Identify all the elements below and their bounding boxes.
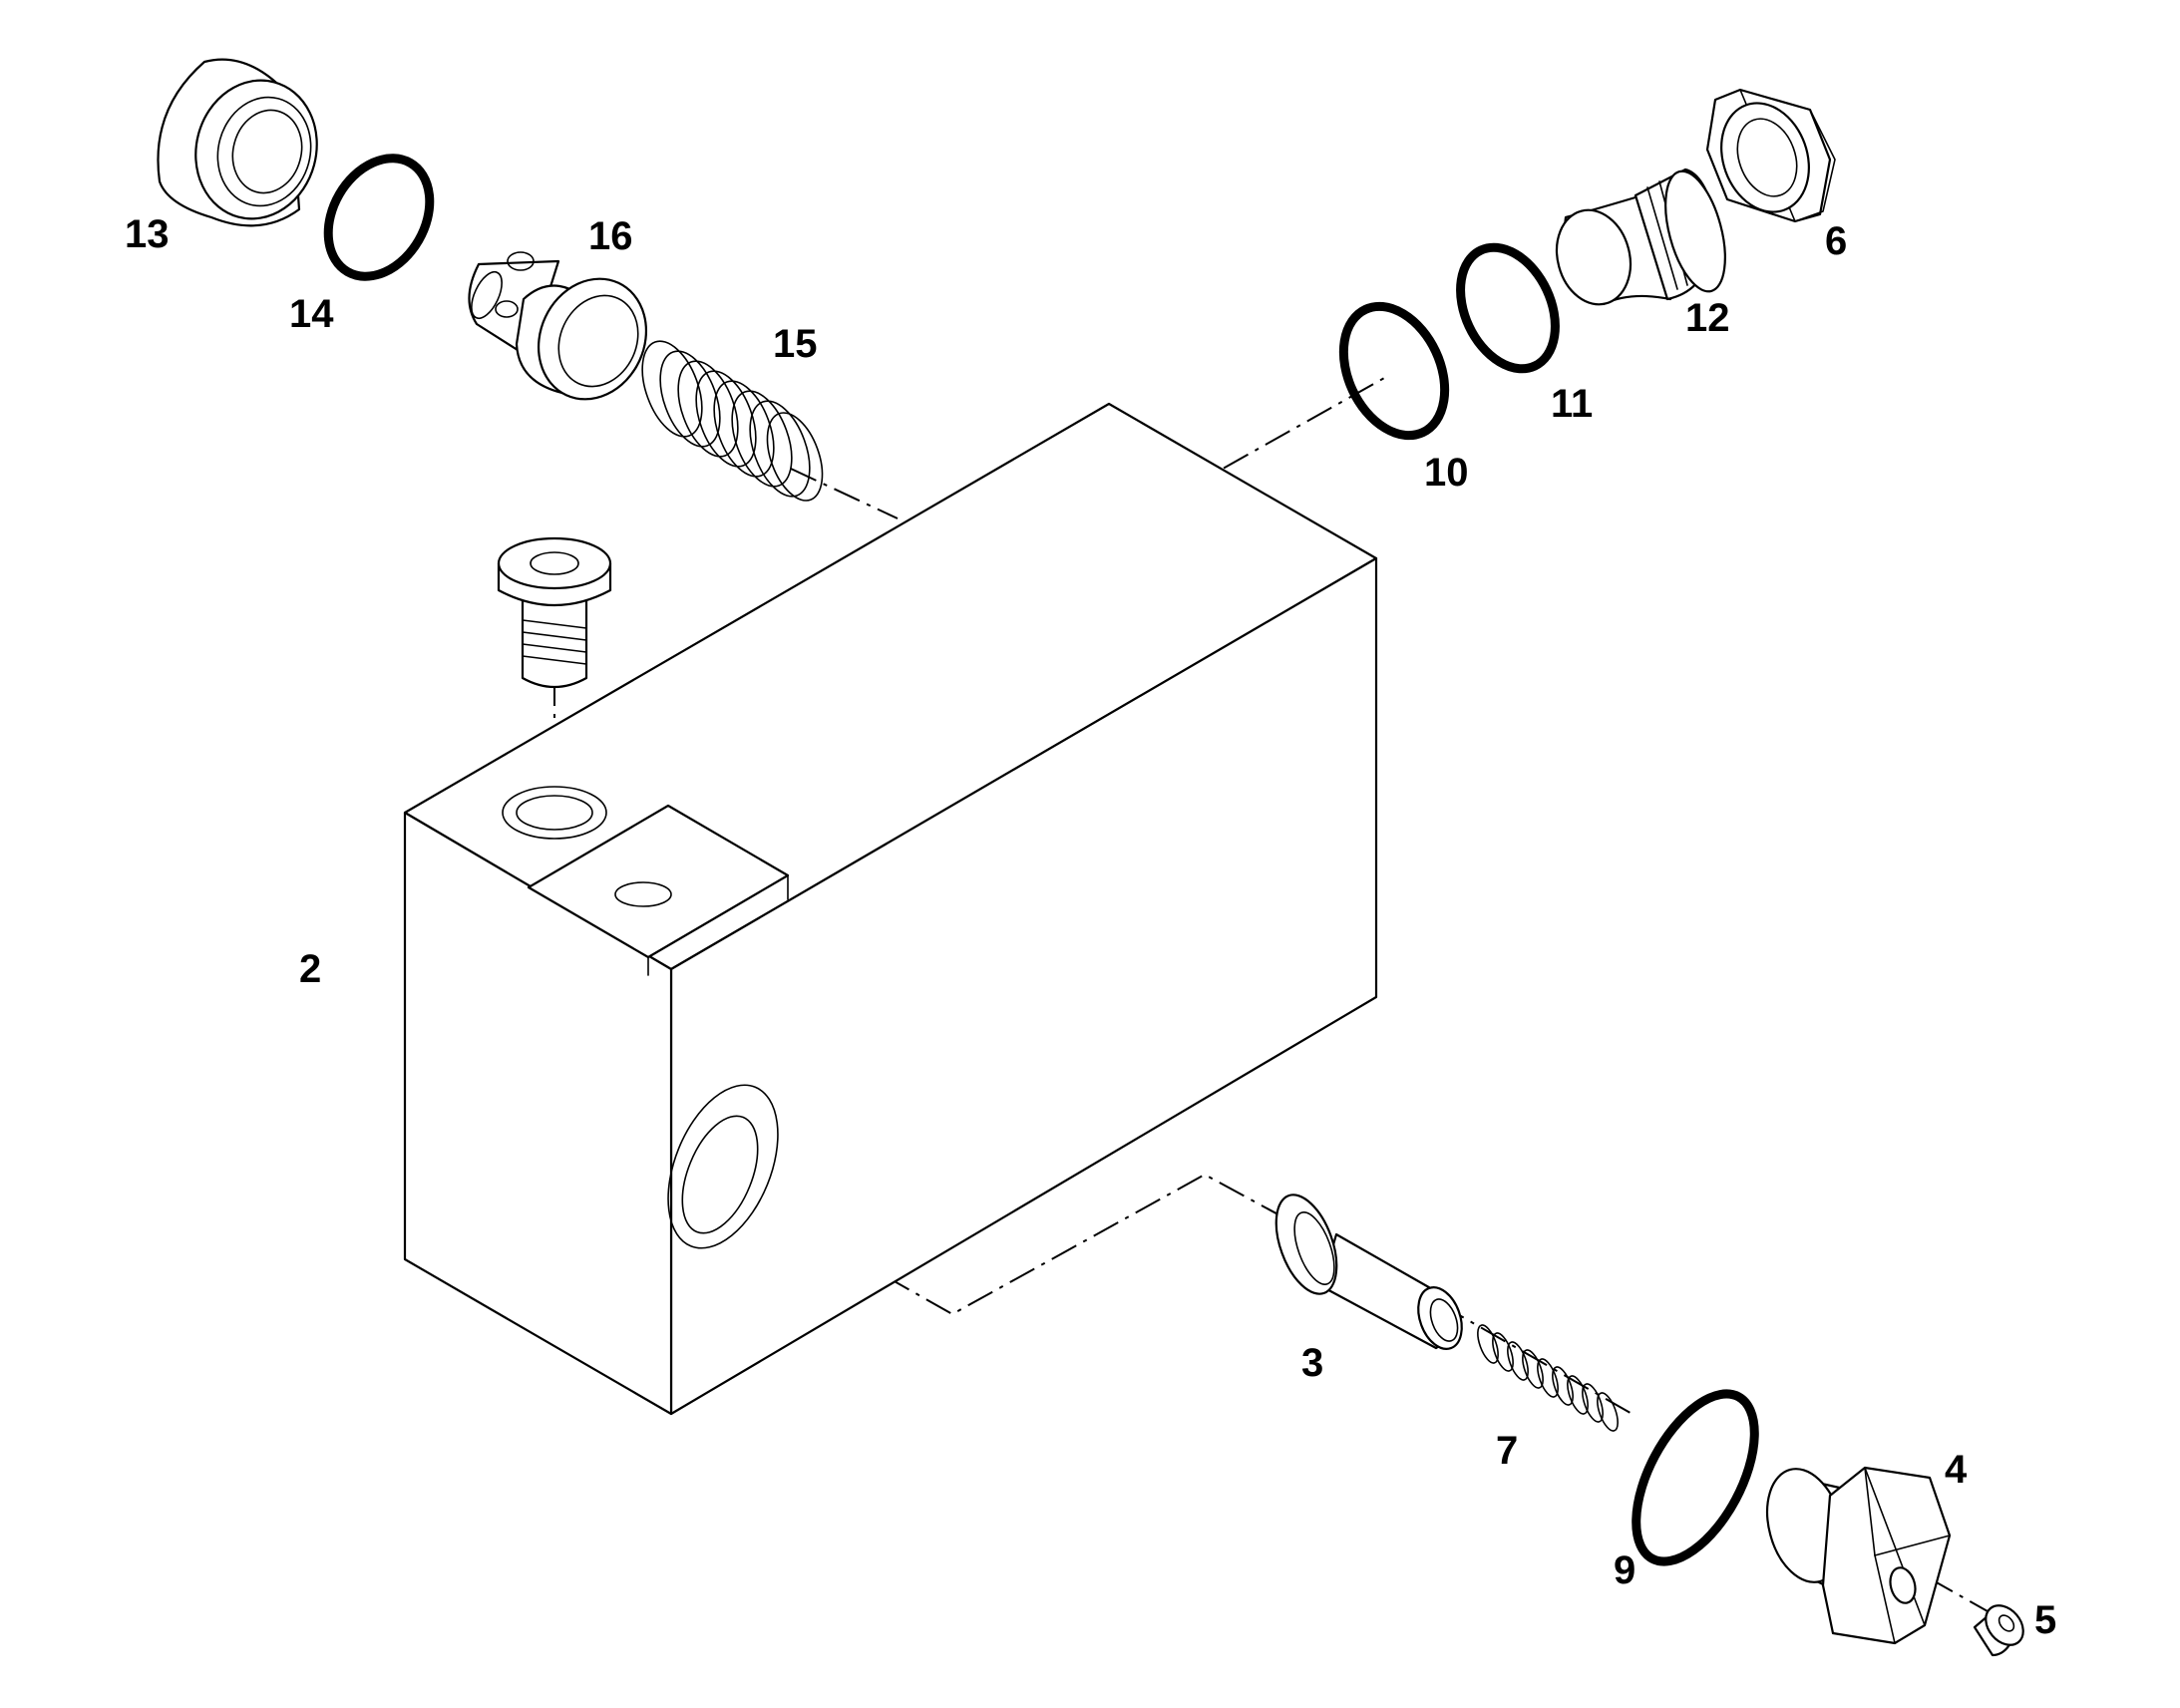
label-position-2: 2 xyxy=(299,947,321,991)
plug-screw xyxy=(497,536,612,688)
o-ring xyxy=(323,154,435,281)
label-position-14: 14 xyxy=(289,292,334,336)
label-position-10: 10 xyxy=(1424,451,1469,495)
o-ring xyxy=(1456,242,1560,374)
position-labels: 2 3 4 5 6 7 9 10 11 12 13 14 15 16 xyxy=(125,212,2056,1642)
label-position-6: 6 xyxy=(1825,219,1847,263)
hex-nut xyxy=(1705,88,1836,223)
label-position-5: 5 xyxy=(2034,1598,2056,1642)
label-position-11: 11 xyxy=(1551,382,1593,426)
compression-spring xyxy=(641,340,824,502)
label-position-15: 15 xyxy=(773,322,818,366)
o-ring xyxy=(1338,301,1450,441)
label-position-12: 12 xyxy=(1685,296,1730,340)
label-position-4: 4 xyxy=(1945,1448,1968,1492)
label-position-7: 7 xyxy=(1496,1429,1518,1473)
small-spring xyxy=(1477,1324,1619,1432)
threaded-adapter xyxy=(1555,168,1726,306)
label-position-13: 13 xyxy=(125,212,170,256)
set-screw xyxy=(1973,1604,2024,1657)
piston xyxy=(1274,1194,1463,1350)
o-ring xyxy=(1632,1389,1759,1566)
label-position-3: 3 xyxy=(1301,1341,1323,1385)
label-position-9: 9 xyxy=(1614,1548,1635,1592)
valve-block xyxy=(403,402,1378,1416)
hex-plug xyxy=(1766,1466,1952,1645)
valve-sleeve xyxy=(468,251,648,401)
cap xyxy=(157,58,318,227)
label-position-16: 16 xyxy=(588,214,633,258)
